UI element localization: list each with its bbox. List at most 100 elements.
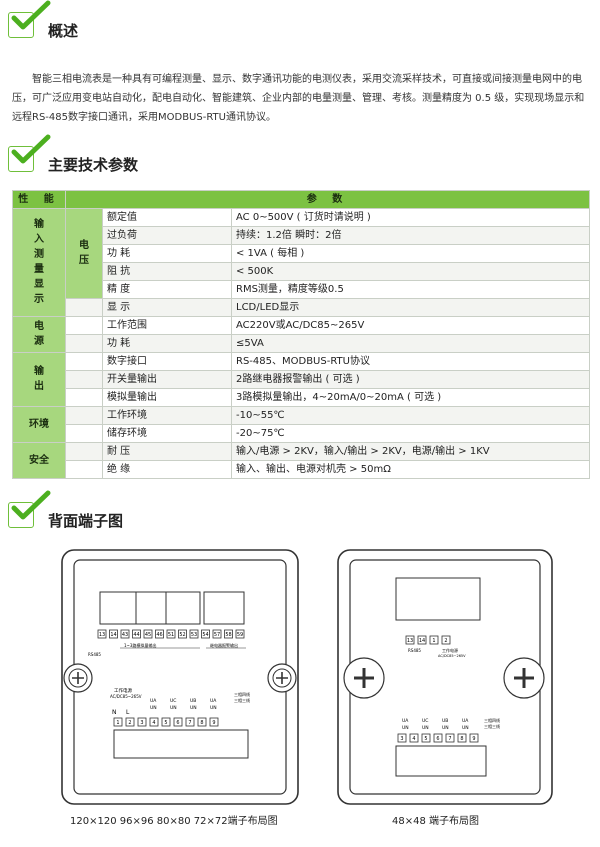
terminal-number: 13 <box>99 632 105 638</box>
mode-label: 三相四线 <box>234 691 250 697</box>
row-value: ≤5VA <box>231 334 590 353</box>
phase-sub-label: UN <box>422 725 429 731</box>
row-value: < 1VA ( 每相 ) <box>231 244 590 263</box>
mode-label: 三相三线 <box>234 697 250 703</box>
row-value: < 500K <box>231 262 590 281</box>
header-performance: 性 能 <box>12 190 66 209</box>
section-title: 主要技术参数 <box>48 156 139 174</box>
terminal-number: 2 <box>128 720 131 726</box>
terminal-box <box>209 717 219 727</box>
section-header-overview: 概述 <box>8 0 308 40</box>
blank-cell <box>65 442 103 461</box>
row-value: RMS测量，精度等级0.5 <box>231 280 590 299</box>
terminal-number: 44 <box>133 632 139 638</box>
terminal-box <box>109 629 118 639</box>
blank-cell <box>65 460 103 479</box>
table-row: 开关量输出 2路继电器报警输出 ( 可选 ) <box>13 370 590 389</box>
row-item: 额定值 <box>102 208 232 227</box>
terminal-number: 9 <box>472 736 475 742</box>
phase-label: UA <box>462 718 469 724</box>
row-value: RS-485、MODBUS-RTU协议 <box>231 352 590 371</box>
terminal-number: 51 <box>168 632 174 638</box>
table-row: 绝 缘 输入、输出、电源对机壳 > 50mΩ <box>13 460 590 479</box>
section-header-terminals: 背面端子图 <box>8 490 308 530</box>
terminal-number: 5 <box>164 720 167 726</box>
terminal-number: 5 <box>424 736 427 742</box>
row-value: -10~55℃ <box>231 406 590 425</box>
table-row: 电源 工作范围 AC220V或AC/DC85~265V <box>12 316 590 353</box>
terminal-number: 45 <box>145 632 151 638</box>
mode-label: 三相四线 <box>484 717 500 723</box>
terminal-box <box>143 629 153 639</box>
row-item: 绝 缘 <box>102 460 232 479</box>
screw-icon <box>267 663 297 693</box>
terminal-number: 7 <box>448 736 451 742</box>
terminal-box <box>429 635 439 645</box>
terminal-box <box>457 733 467 743</box>
terminal-box <box>189 629 199 639</box>
terminal-box <box>235 629 245 639</box>
screw-icon <box>343 657 385 699</box>
analog-output-label: 1~3路模拟量输出 <box>124 642 156 648</box>
row-item: 储存环境 <box>102 424 232 443</box>
power-range: AC/DC85~265V <box>110 694 142 699</box>
terminal-number: 7 <box>188 720 191 726</box>
phase-sub-label: UN <box>442 725 449 731</box>
terminal-number: 8 <box>200 720 203 726</box>
terminal-box <box>97 629 107 639</box>
terminal-box <box>125 717 135 727</box>
row-value: -20~75℃ <box>231 424 590 443</box>
table-row: 环境 工作环境 -10~55℃ <box>12 406 590 443</box>
terminal-box <box>173 717 183 727</box>
terminal-number: 43 <box>122 632 128 638</box>
terminal-box <box>120 629 130 639</box>
terminal-number: 8 <box>460 736 463 742</box>
terminal-box <box>421 733 431 743</box>
terminal-number: 3 <box>140 720 143 726</box>
blank-cell <box>65 370 103 389</box>
terminal-number: 2 <box>444 638 447 644</box>
blank-cell <box>65 424 103 443</box>
table-row: 模拟量输出 3路模拟量输出，4~20mA/0~20mA ( 可选 ) <box>13 388 590 407</box>
check-icon <box>11 0 51 30</box>
group-voltage: 电压 <box>65 208 103 299</box>
group-power: 电源 <box>12 316 66 353</box>
blank-cell <box>65 334 103 353</box>
rs485-label: RS485 <box>88 652 101 657</box>
terminal-number: 59 <box>237 632 243 638</box>
table-row: 功 耗 ≤5VA <box>13 334 590 353</box>
blank-cell <box>65 316 103 335</box>
terminal-box <box>405 635 415 645</box>
table-row: 储存环境 -20~75℃ <box>13 424 590 443</box>
row-item: 模拟量输出 <box>102 388 232 407</box>
terminal-box <box>185 717 195 727</box>
check-icon <box>11 490 51 520</box>
row-value: 持续：1.2倍 瞬时：2倍 <box>231 226 590 245</box>
diagram-caption-large: 120×120 96×96 80×80 72×72端子布局图 <box>70 816 278 827</box>
terminal-number: 1 <box>116 720 119 726</box>
row-item: 工作环境 <box>102 406 232 425</box>
terminal-number: 3 <box>400 736 403 742</box>
row-item: 开关量输出 <box>102 370 232 389</box>
terminal-box <box>155 629 164 639</box>
terminal-number: 6 <box>176 720 179 726</box>
group-env: 环境 <box>12 406 66 443</box>
phase-label: UC <box>422 718 428 724</box>
row-value: AC220V或AC/DC85~265V <box>231 316 590 335</box>
group-input: 输入测量显示 <box>12 208 66 317</box>
phase-label: UC <box>170 698 176 704</box>
terminal-number: 46 <box>156 632 162 638</box>
table-header-row: 性 能 参 数 <box>12 190 590 209</box>
terminal-number: 14 <box>419 638 425 644</box>
neutral-label: N <box>112 709 117 716</box>
blank-cell <box>65 298 103 317</box>
table-row: 显 示 LCD/LED显示 <box>13 298 590 317</box>
row-item: 工作范围 <box>102 316 232 335</box>
row-item: 数字接口 <box>102 352 232 371</box>
table-row: 输入测量显示 电压 额定值 AC 0~500V ( 订货时请说明 ) <box>12 208 590 317</box>
phase-sub-label: UN <box>402 725 409 731</box>
relay-output-label: 继电器报警输出 <box>210 642 238 648</box>
power-label: 工作电源 <box>114 687 132 694</box>
